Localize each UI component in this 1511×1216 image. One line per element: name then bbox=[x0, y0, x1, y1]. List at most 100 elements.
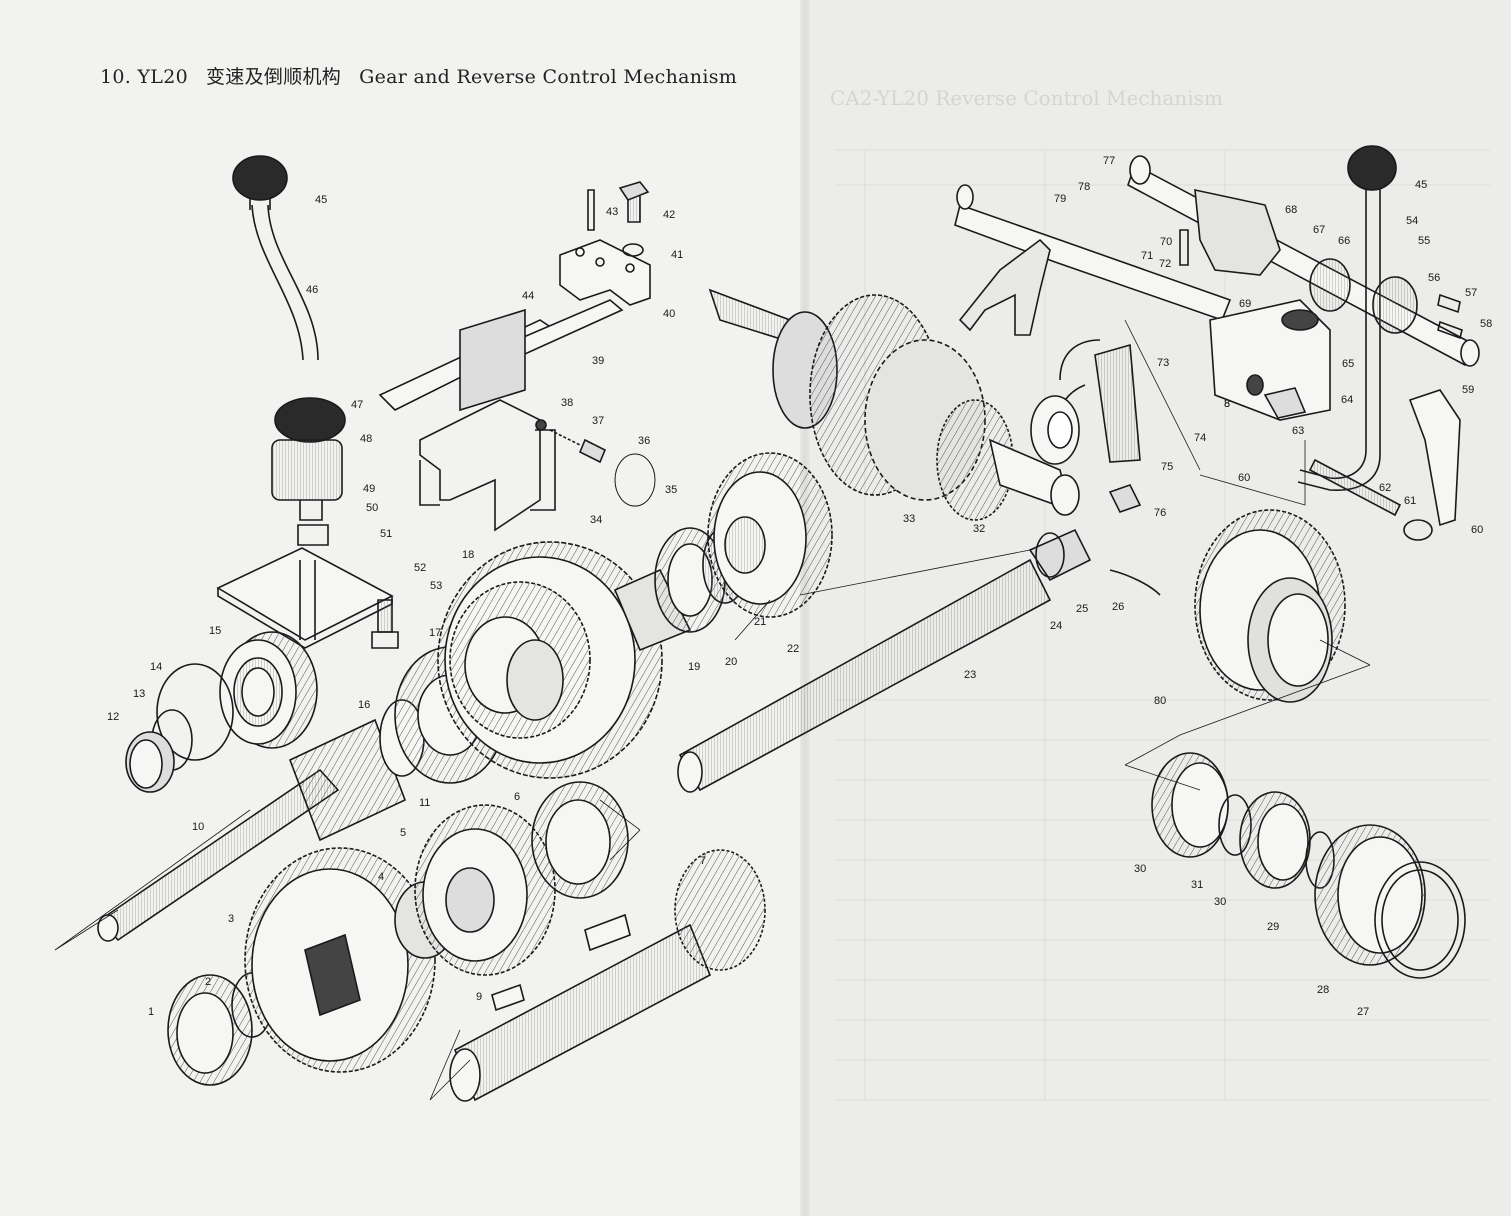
callout-23: 23 bbox=[964, 669, 976, 681]
callout-30: 30 bbox=[1134, 863, 1146, 875]
callout-29: 29 bbox=[1267, 921, 1279, 933]
callout-12: 12 bbox=[107, 711, 119, 723]
callout-40: 40 bbox=[663, 308, 675, 320]
reverse-control-assembly bbox=[954, 145, 1480, 541]
callout-8: 8 bbox=[1224, 398, 1230, 410]
callout-77: 77 bbox=[1103, 155, 1115, 167]
callout-2: 2 bbox=[205, 976, 211, 988]
callout-52: 52 bbox=[414, 562, 426, 574]
bleed-through-title: CA2-YL20 Reverse Control Mechanism bbox=[830, 86, 1223, 110]
callout-4: 4 bbox=[378, 871, 384, 883]
callout-46: 46 bbox=[306, 284, 318, 296]
bearing-15 bbox=[125, 631, 318, 793]
callout-45-dup: 45 bbox=[1415, 179, 1427, 191]
callout-71: 71 bbox=[1141, 250, 1153, 262]
callout-74: 74 bbox=[1194, 432, 1206, 444]
callout-25: 25 bbox=[1076, 603, 1088, 615]
callout-41: 41 bbox=[671, 249, 683, 261]
callout-16: 16 bbox=[358, 699, 370, 711]
callout-9: 9 bbox=[476, 991, 482, 1003]
callout-18: 18 bbox=[462, 549, 474, 561]
callout-69: 69 bbox=[1239, 298, 1251, 310]
callout-76: 76 bbox=[1154, 507, 1166, 519]
callout-61: 61 bbox=[1404, 495, 1416, 507]
gear-lever bbox=[216, 155, 399, 649]
callout-47: 47 bbox=[351, 399, 363, 411]
callout-55: 55 bbox=[1418, 235, 1430, 247]
callout-27: 27 bbox=[1357, 1006, 1369, 1018]
bearings-27-31 bbox=[1151, 752, 1466, 979]
callout-32: 32 bbox=[973, 523, 985, 535]
callout-56: 56 bbox=[1428, 272, 1440, 284]
callout-1: 1 bbox=[148, 1006, 154, 1018]
callout-60: 60 bbox=[1471, 524, 1483, 536]
callout-26: 26 bbox=[1112, 601, 1124, 613]
callout-42: 42 bbox=[663, 209, 675, 221]
callout-49: 49 bbox=[363, 483, 375, 495]
callout-51: 51 bbox=[380, 528, 392, 540]
callout-5: 5 bbox=[400, 827, 406, 839]
callout-24: 24 bbox=[1050, 620, 1062, 632]
callout-59: 59 bbox=[1462, 384, 1474, 396]
callout-78: 78 bbox=[1078, 181, 1090, 193]
gear-80 bbox=[1194, 509, 1346, 703]
title-number: 10. YL20 bbox=[100, 66, 188, 88]
bevel-gear-assembly bbox=[708, 288, 1080, 521]
line-art bbox=[54, 145, 1480, 1102]
callout-50: 50 bbox=[366, 502, 378, 514]
callout-31: 31 bbox=[1191, 879, 1203, 891]
callout-36: 36 bbox=[638, 435, 650, 447]
callout-60-dup: 60 bbox=[1238, 472, 1250, 484]
shift-fork-assembly bbox=[378, 181, 656, 532]
callout-19: 19 bbox=[688, 661, 700, 673]
callout-21: 21 bbox=[754, 616, 766, 628]
callout-28: 28 bbox=[1317, 984, 1329, 996]
countershaft-parts bbox=[167, 781, 766, 1102]
cluster-gear-18 bbox=[437, 541, 663, 779]
output-shaft-23 bbox=[677, 528, 1161, 793]
callout-45: 45 bbox=[315, 194, 327, 206]
callout-11: 11 bbox=[419, 797, 430, 809]
callout-58: 58 bbox=[1480, 318, 1492, 330]
callout-22: 22 bbox=[787, 643, 799, 655]
callout-13: 13 bbox=[133, 688, 145, 700]
callout-20: 20 bbox=[725, 656, 737, 668]
callout-80: 80 bbox=[1154, 695, 1166, 707]
callout-72: 72 bbox=[1159, 258, 1171, 270]
facing-page bbox=[805, 0, 1511, 1216]
callout-39: 39 bbox=[592, 355, 604, 367]
callout-14: 14 bbox=[150, 661, 162, 673]
title-english: Gear and Reverse Control Mechanism bbox=[359, 66, 738, 88]
callout-62: 62 bbox=[1379, 482, 1391, 494]
callout-6: 6 bbox=[514, 791, 520, 803]
callout-34: 34 bbox=[590, 514, 602, 526]
callout-79: 79 bbox=[1054, 193, 1066, 205]
callout-57: 57 bbox=[1465, 287, 1477, 299]
callout-30-dup: 30 bbox=[1214, 896, 1226, 908]
callout-70: 70 bbox=[1160, 236, 1172, 248]
callout-54: 54 bbox=[1406, 215, 1418, 227]
callout-66: 66 bbox=[1338, 235, 1350, 247]
callout-7: 7 bbox=[700, 855, 706, 867]
page-gutter bbox=[800, 0, 810, 1216]
title-chinese: 变速及倒顺机构 bbox=[206, 66, 342, 88]
callout-33: 33 bbox=[903, 513, 915, 525]
callout-10: 10 bbox=[192, 821, 204, 833]
callout-68: 68 bbox=[1285, 204, 1297, 216]
callout-38: 38 bbox=[561, 397, 573, 409]
callout-3: 3 bbox=[228, 913, 234, 925]
callout-44: 44 bbox=[522, 290, 534, 302]
leader-lines bbox=[54, 319, 1371, 1101]
callout-64: 64 bbox=[1341, 394, 1353, 406]
callout-17: 17 bbox=[429, 627, 441, 639]
callout-73: 73 bbox=[1157, 357, 1169, 369]
callout-48: 48 bbox=[360, 433, 372, 445]
callout-43: 43 bbox=[606, 206, 618, 218]
callout-75: 75 bbox=[1161, 461, 1173, 473]
callout-67: 67 bbox=[1313, 224, 1325, 236]
callout-35: 35 bbox=[665, 484, 677, 496]
gear-22 bbox=[707, 452, 833, 618]
